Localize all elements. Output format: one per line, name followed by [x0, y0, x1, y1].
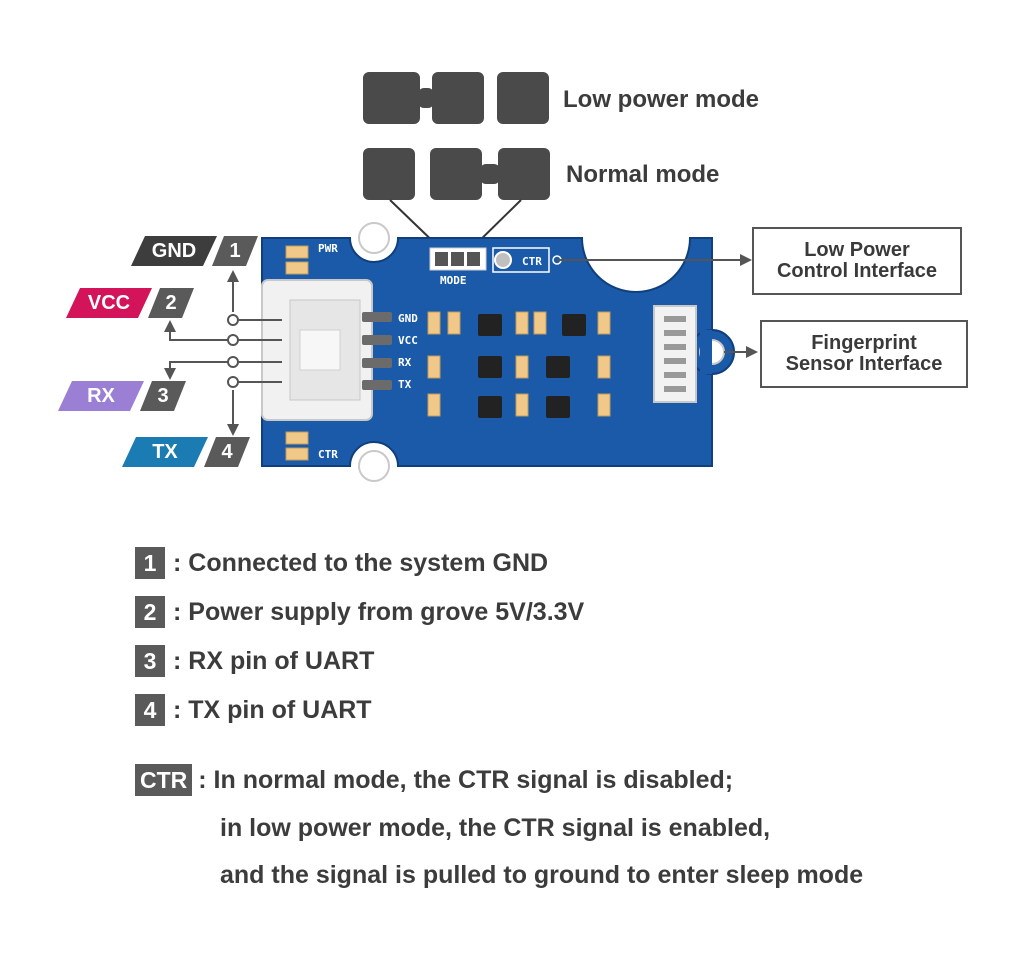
silk-tx: TX: [398, 378, 412, 391]
grove-fingerprint-board-diagram: GND VCC RX TX PWR CTR CTR MODE: [164, 199, 758, 482]
silk-vcc: VCC: [398, 334, 418, 347]
pin-tag-vcc: VCC: [66, 288, 152, 318]
silk-rx: RX: [398, 356, 412, 369]
legend-badge: 2: [135, 596, 165, 628]
ctr-note: CTR : In normal mode, the CTR signal is …: [135, 764, 733, 796]
fingerprint-sensor-interface-callout: Fingerprint Sensor Interface: [760, 320, 968, 388]
jumper-bridge: [418, 88, 434, 108]
jumper-pad-left: [363, 148, 415, 200]
jumper-pad-middle: [430, 148, 482, 200]
pin-tag-tx: TX: [122, 437, 208, 467]
legend-item-2: 2 : Power supply from grove 5V/3.3V: [135, 596, 584, 628]
silk-ctr-bottom: CTR: [318, 448, 338, 461]
silk-pwr: PWR: [318, 242, 338, 255]
legend-text: : Power supply from grove 5V/3.3V: [173, 597, 585, 626]
pin-tag-gnd: GND: [131, 236, 217, 266]
legend-item-4: 4 : TX pin of UART: [135, 694, 372, 726]
ctr-badge: CTR: [135, 764, 193, 796]
ctr-pad: [494, 251, 512, 269]
mounting-hole: [358, 222, 390, 254]
legend-text: : Connected to the system GND: [173, 548, 549, 577]
legend-text: : RX pin of UART: [173, 646, 375, 675]
jumper-bridge: [480, 164, 500, 184]
jumper-pad-right: [497, 72, 549, 124]
jumper-pad-left: [363, 72, 420, 124]
ctr-note-line-3: and the signal is pulled to ground to en…: [220, 861, 864, 889]
jumper-pad-middle: [432, 72, 484, 124]
silk-mode: MODE: [440, 274, 467, 287]
low-power-mode-label: Low power mode: [563, 86, 760, 113]
legend-badge: 1: [135, 547, 165, 579]
mounting-hole: [358, 450, 390, 482]
normal-mode-label: Normal mode: [566, 161, 720, 188]
legend-item-3: 3 : RX pin of UART: [135, 645, 374, 677]
low-power-control-interface-callout: Low Power Control Interface: [752, 227, 962, 295]
pin-tag-rx: RX: [58, 381, 144, 411]
jumper-pad-right: [498, 148, 550, 200]
legend-item-1: 1 : Connected to the system GND: [135, 547, 548, 579]
legend-badge: 4: [135, 694, 165, 726]
ctr-note-line-1: : In normal mode, the CTR signal is disa…: [198, 765, 734, 794]
silk-ctr-top: CTR: [522, 255, 542, 268]
silk-gnd: GND: [398, 312, 418, 325]
ctr-note-line-2: in low power mode, the CTR signal is ena…: [220, 814, 771, 842]
legend-badge: 3: [135, 645, 165, 677]
legend-text: : TX pin of UART: [173, 695, 372, 724]
